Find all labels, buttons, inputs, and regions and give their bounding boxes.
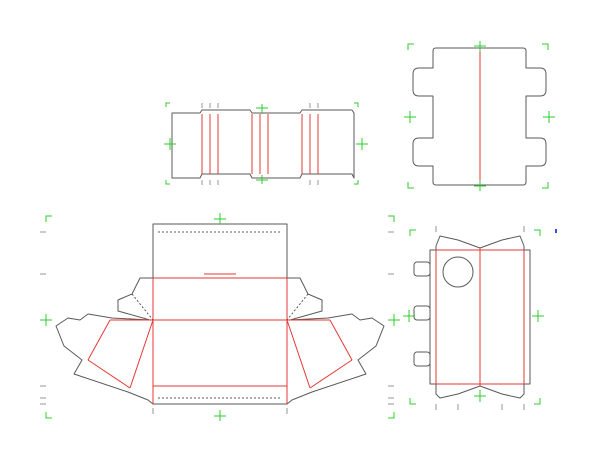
h-card-registration-marks bbox=[404, 41, 555, 191]
h-card-outline bbox=[412, 47, 547, 186]
tray-ticks bbox=[40, 231, 394, 414]
blue-marker bbox=[555, 229, 557, 233]
strip-sleeve-registration-marks bbox=[164, 102, 368, 185]
strip-sleeve-ticks bbox=[201, 103, 319, 185]
window-box-dieline bbox=[403, 226, 557, 410]
h-card-insert-dieline bbox=[404, 41, 555, 191]
strip-sleeve-creases bbox=[201, 114, 319, 174]
window-box-outline bbox=[429, 235, 531, 399]
strip-sleeve-dieline bbox=[164, 102, 368, 185]
tray-creases bbox=[87, 273, 353, 404]
window-hole bbox=[442, 256, 474, 288]
tray-perforations bbox=[131, 231, 309, 399]
window-box-creases bbox=[435, 248, 525, 386]
tray-dieline bbox=[40, 213, 400, 421]
strip-sleeve-outline bbox=[171, 109, 355, 179]
window-box-registration-marks bbox=[403, 229, 544, 405]
tray-outline bbox=[55, 223, 385, 405]
window-box-ticks bbox=[435, 226, 525, 410]
window-box-side-tabs bbox=[413, 261, 431, 367]
tray-registration-marks bbox=[40, 213, 400, 421]
